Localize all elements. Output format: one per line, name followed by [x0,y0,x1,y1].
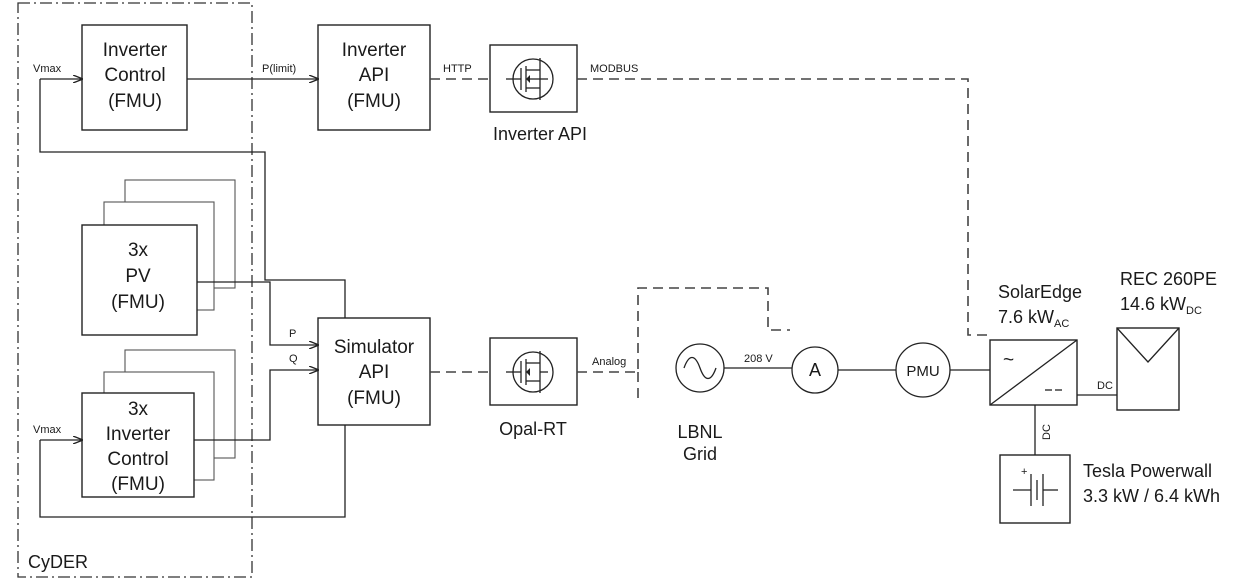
inverter-api-line-1: Inverter [342,40,407,61]
solaredge-name: SolarEdge [998,282,1082,302]
inverter-control-3x-line-3: Control [107,449,168,470]
tesla-name: Tesla Powerwall [1083,461,1212,481]
sine-wave-icon [683,356,717,380]
pv-line-1: 3x [128,240,149,261]
p-label: P [289,328,296,340]
vmax-top-label: Vmax [33,63,62,75]
inverter-api-device-label: Inverter API [493,124,587,144]
p-limit-label: P(limit) [262,63,296,75]
dc-battery-label: DC [1041,424,1053,440]
simulator-api-line-3: (FMU) [347,388,401,409]
inverter-api-fmu-block: Inverter API (FMU) [317,24,431,131]
ac-symbol: ~ [1003,350,1014,371]
solaredge-rating: 7.6 kWAC [998,307,1069,330]
simulator-api-line-2: API [359,362,390,383]
simulator-api-block: Simulator API (FMU) [317,317,431,426]
ammeter-label: A [809,360,821,380]
pv-line-2: PV [125,266,151,287]
pv-line-3: (FMU) [111,292,165,313]
inverter-api-line-2: API [359,65,390,86]
opal-rt-label: Opal-RT [499,419,567,439]
rec-name: REC 260PE [1120,269,1217,289]
transistor-icon [506,351,554,393]
inverter-control-block: Inverter Control (FMU) [81,24,188,131]
cyder-label: CyDER [28,552,88,572]
inverter-control-line-2: Control [104,65,165,86]
transistor-icon [506,58,554,100]
inverter-control-3x-line-4: (FMU) [111,474,165,495]
inverter-control-3x-stack: 3x Inverter Control (FMU) [81,349,236,498]
vmax-bottom-label: Vmax [33,424,62,436]
simulator-api-line-1: Simulator [334,337,415,358]
voltage-label: 208 V [744,353,773,365]
p-arrow [197,281,318,345]
inverter-control-line-3: (FMU) [108,91,162,112]
q-arrow [194,370,318,441]
dc-inverter-label: DC [1097,380,1113,392]
solaredge-inverter: ~ [989,339,1078,406]
inverter-api-line-3: (FMU) [347,91,401,112]
http-label: HTTP [443,63,472,75]
inverter-control-line-1: Inverter [103,40,168,61]
modbus-link [577,78,990,336]
analog-label: Analog [592,356,626,368]
rec-rating: 14.6 kWDC [1120,294,1202,317]
q-label: Q [289,353,298,365]
tesla-rating: 3.3 kW / 6.4 kWh [1083,486,1220,506]
lbnl-grid-source [675,343,725,393]
vmax-top-feedback-wire [39,79,346,318]
pmu-label: PMU [906,363,939,380]
tesla-powerwall-battery: + [999,454,1071,524]
inverter-control-3x-line-2: Inverter [106,424,171,445]
rec-solar-panel [1116,327,1180,411]
modbus-label: MODBUS [590,63,638,75]
inverter-control-3x-line-1: 3x [128,399,149,420]
cyder-boundary [17,2,253,578]
lbnl-grid-line-1: LBNL [677,422,722,442]
inverter-api-device [489,44,578,113]
vmax-bottom-feedback-wire [39,425,346,518]
svg-text:+: + [1021,466,1027,478]
opal-rt-device [489,337,578,406]
analog-link [577,287,790,373]
lbnl-grid-line-2: Grid [683,444,717,464]
pv-block-stack: 3x PV (FMU) [81,179,236,336]
